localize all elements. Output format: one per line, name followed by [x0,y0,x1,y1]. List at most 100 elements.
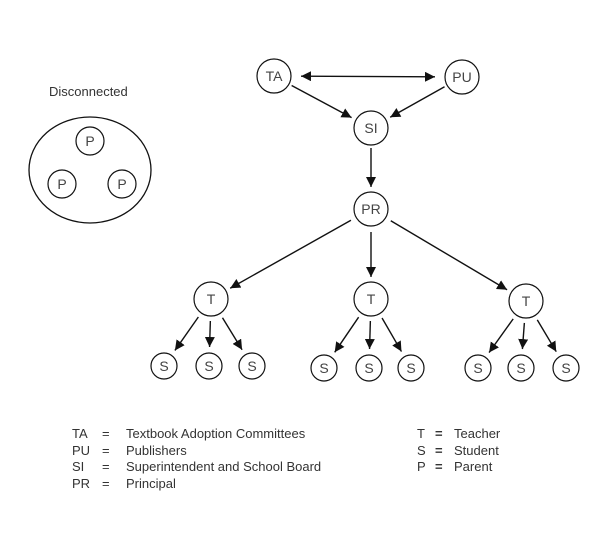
legend-row: PU = Publishers [72,443,321,460]
node-pr: PR [353,191,389,227]
node-circle [397,354,425,382]
legend-row: TA = Textbook Adoption Committees [72,426,321,443]
disconnected-group-ellipse [28,116,152,224]
node-circle [107,169,137,199]
edge-ta-pu [300,71,436,82]
edge-ta-si [291,84,352,119]
node-student: S [507,354,535,382]
legend-eq: = [102,475,110,491]
node-label: P [85,133,94,149]
legend-value: Parent [454,459,493,474]
node-circle [353,191,389,227]
legend-eq: = [102,442,110,458]
legend-row: T = Teacher [417,426,500,443]
node-circle [256,58,292,94]
legend-value: Student [454,442,499,458]
node-student: S [464,354,492,382]
legend-eq: = [435,426,443,441]
node-label: TA [266,68,284,84]
edge-t2-s2 [364,320,375,350]
edge-t3-s3 [536,319,557,353]
node-label: S [247,358,256,374]
legend-left: TA = Textbook Adoption Committees PU = Publi… [72,426,321,492]
legend-key: PR [72,475,91,491]
edge-t1-s1 [174,316,199,351]
node-student: S [238,352,266,380]
node-pu: PU [444,59,480,95]
node-label: S [204,358,213,374]
node-t1: T [193,281,229,317]
node-circle [444,59,480,95]
legend-value: Superintendent and School Board [126,459,322,474]
node-circle [464,354,492,382]
legend-key: PU [72,442,91,458]
legend-key: T [417,426,425,441]
disconnected-title: Disconnected [49,84,128,99]
node-circle [355,354,383,382]
node-label: P [57,176,66,192]
edge-t1-s3 [221,317,243,351]
legend-value: Textbook Adoption Committees [126,426,306,441]
node-student: S [310,354,338,382]
legend-eq: = [435,442,443,458]
legend-value: Principal [126,475,176,491]
node-circle [193,281,229,317]
edge-t2-s3 [381,317,403,352]
legend-value: Teacher [454,426,501,441]
node-label: S [364,360,373,376]
node-circle [353,110,389,146]
edge-t3-s2 [518,322,529,350]
legend-row: SI = Superintendent and School Board [72,459,321,476]
legend-key: SI [72,459,85,474]
node-circle [75,126,105,156]
legend-eq: = [102,426,110,441]
node-student: S [552,354,580,382]
node-parent: P [75,126,105,156]
node-circle [238,352,266,380]
node-circle [310,354,338,382]
node-circle [150,352,178,380]
node-student: S [355,354,383,382]
legend-row: P = Parent [417,459,500,476]
legend-row: PR = Principal [72,476,321,493]
node-circle [195,352,223,380]
node-label: T [367,291,376,307]
node-label: S [319,360,328,376]
node-label: PR [361,201,380,217]
node-circle [353,281,389,317]
node-t2: T [353,281,389,317]
node-parent: P [107,169,137,199]
node-si: SI [353,110,389,146]
node-label: SI [364,120,377,136]
node-label: S [473,360,482,376]
legend-right: T = Teacher S = Student P = Parent [417,426,500,476]
legend-key: S [417,442,426,458]
edge-t2-s1 [334,316,360,353]
node-label: S [516,360,525,376]
legend-value: Publishers [126,442,187,458]
edge-t1-s2 [204,320,215,348]
node-label: S [406,360,415,376]
node-label: S [159,358,168,374]
node-circle [507,354,535,382]
node-ta: TA [256,58,292,94]
legend-eq: = [435,459,443,474]
legend-row: S = Student [417,443,500,460]
node-label: PU [452,69,471,85]
legend-key: P [417,459,426,474]
node-circle [47,169,77,199]
node-circle [552,354,580,382]
node-label: P [117,176,126,192]
node-t3: T [508,283,544,319]
legend-eq: = [102,459,110,474]
node-label: S [561,360,570,376]
node-student: S [397,354,425,382]
legend-key: TA [72,426,88,441]
node-student: S [150,352,178,380]
edge-t3-s1 [488,318,514,353]
edge-pr-t1 [229,219,352,289]
node-label: T [207,291,216,307]
node-student: S [195,352,223,380]
node-parent: P [47,169,77,199]
